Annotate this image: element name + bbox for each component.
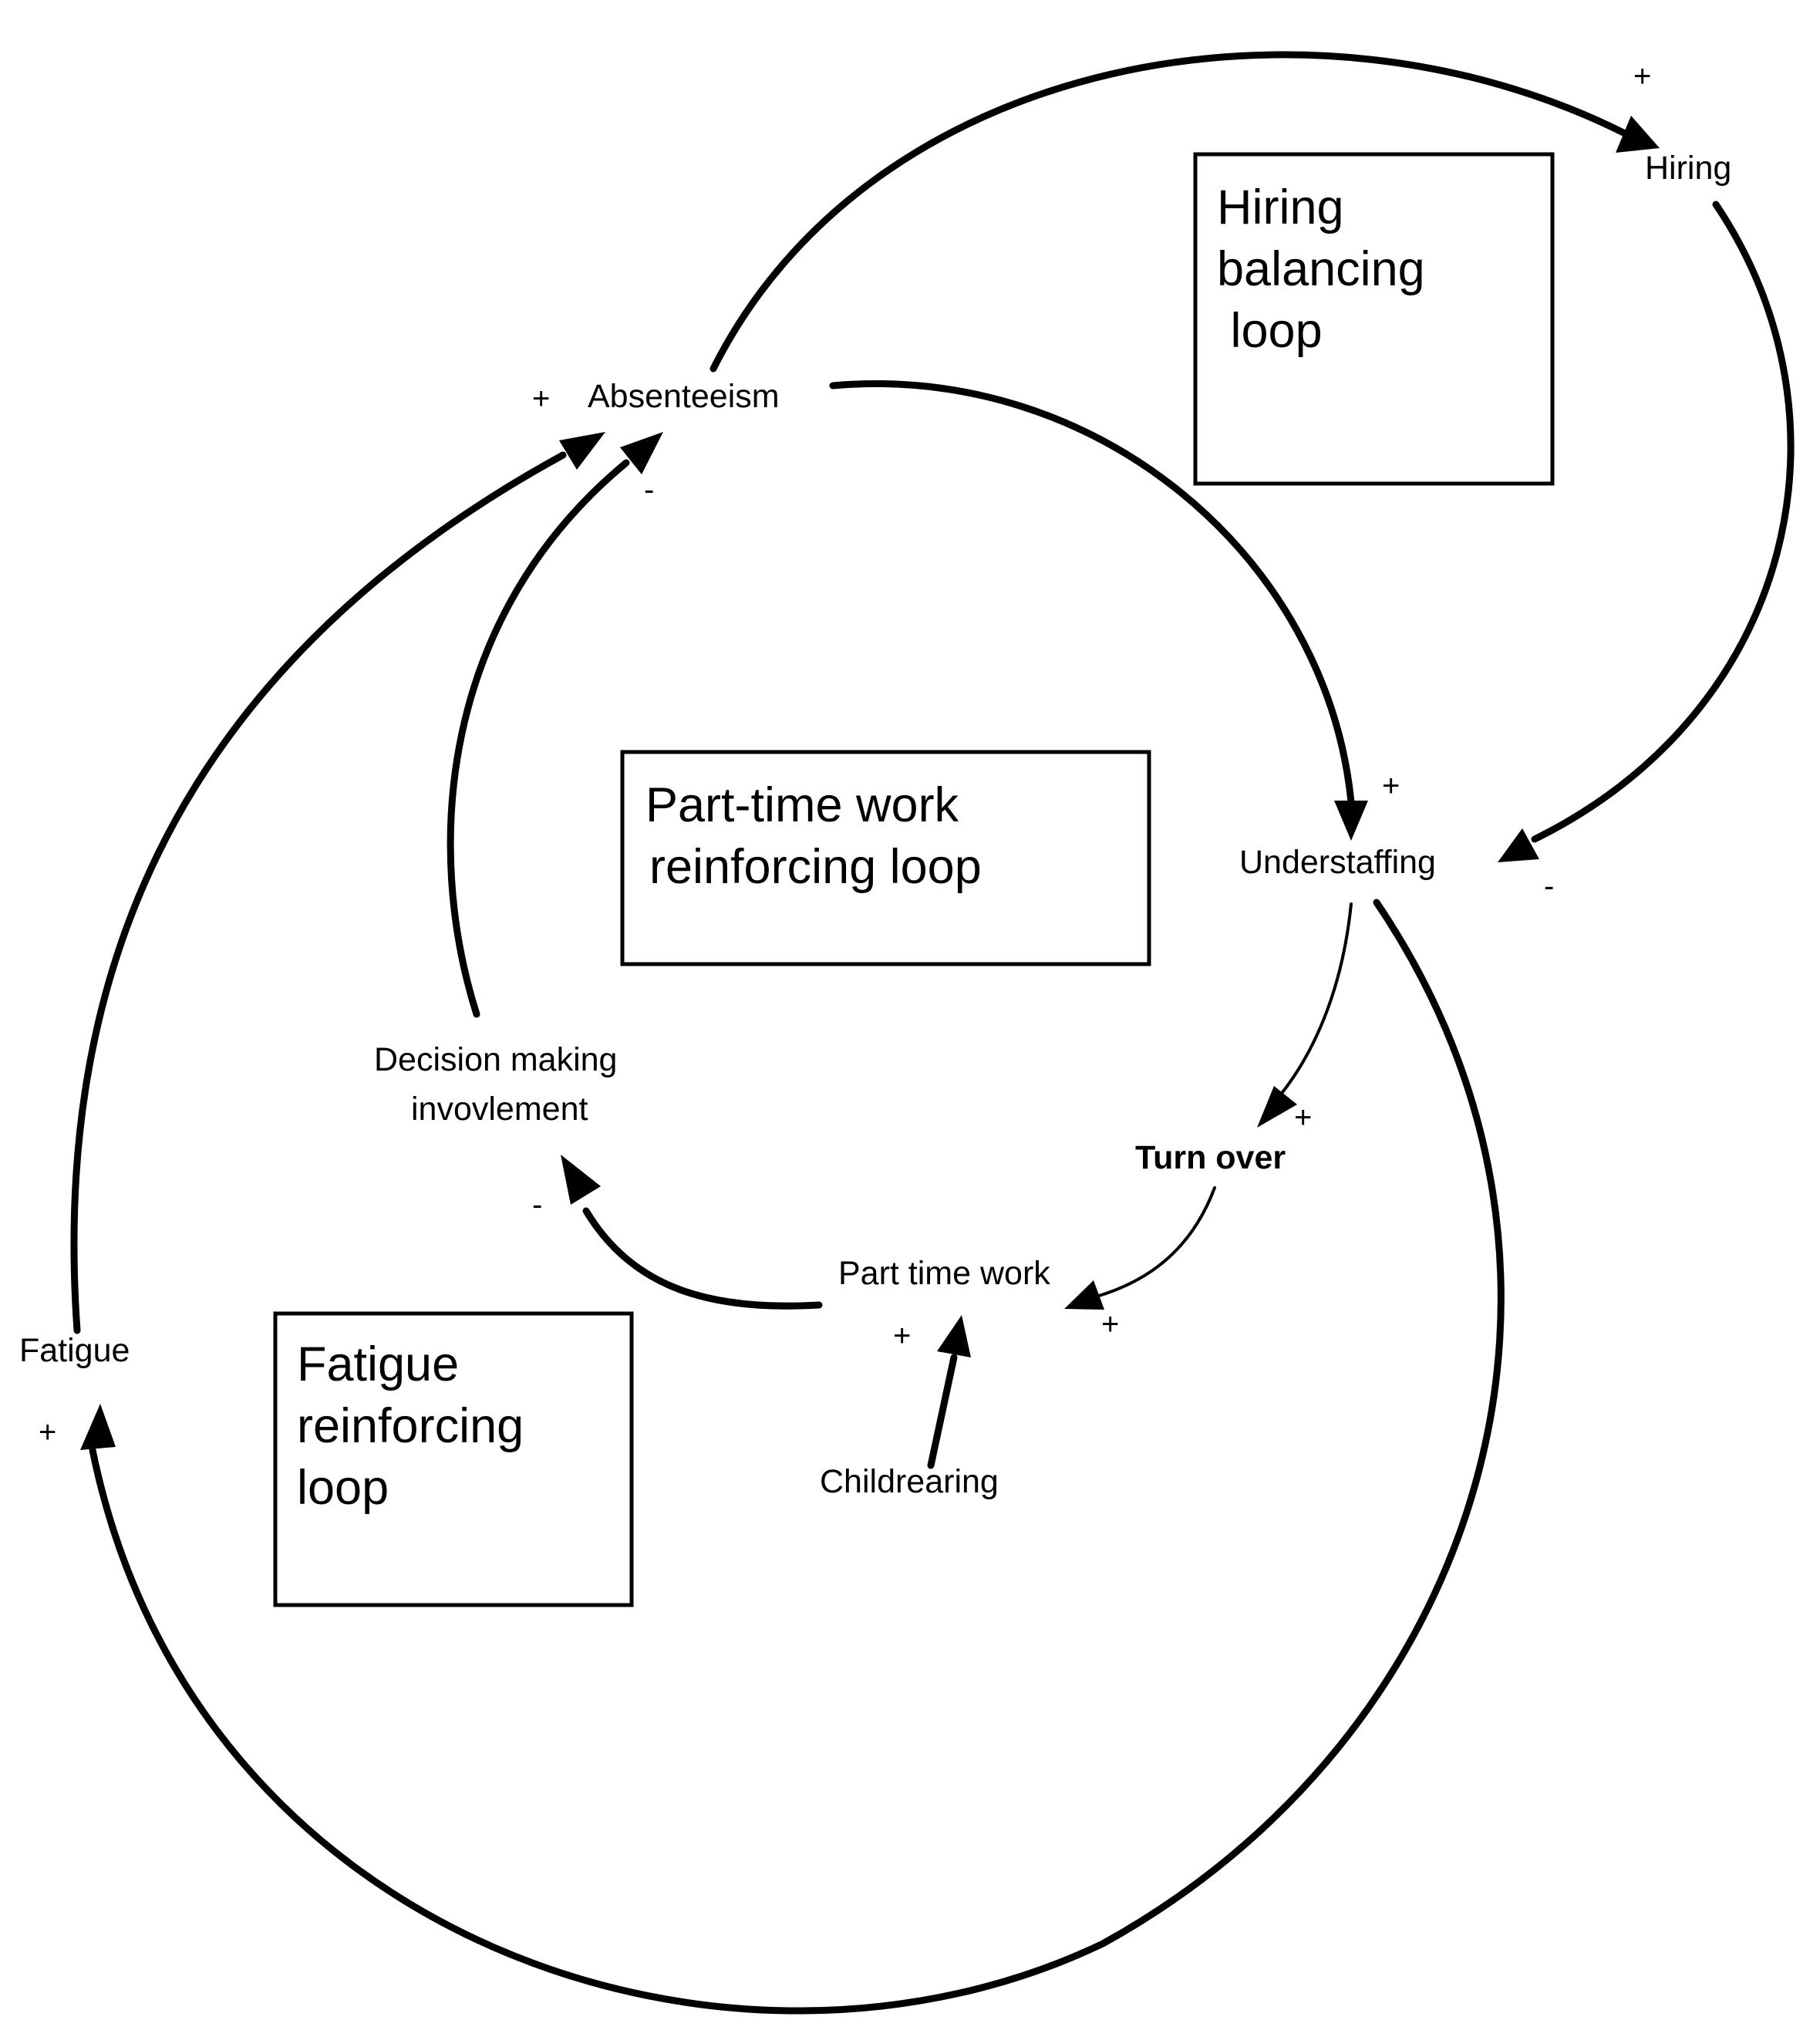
hiring-balancing-loop-box: Hiring balancing loop: [1193, 152, 1555, 486]
loop-label-line: reinforcing: [297, 1399, 524, 1453]
arrowhead-parttime-from-turnover: [1064, 1280, 1104, 1310]
arrow-childrearing-to-parttime: [927, 1354, 958, 1469]
arrowhead-hiring: [1616, 116, 1660, 153]
node-fatigue: Fatigue: [19, 1332, 130, 1369]
arrow-turnover-to-parttime: [1097, 1186, 1216, 1297]
polarity-sign: +: [1382, 769, 1400, 803]
loop-label-line: balancing: [1217, 242, 1425, 296]
node-part-time-work: Part time work: [838, 1255, 1050, 1292]
arrow-understaffing-to-turnover: [1279, 902, 1353, 1097]
loop-label-line: loop: [1217, 304, 1323, 358]
loop-label-line: loop: [297, 1461, 389, 1515]
node-turn-over: Turn over: [1135, 1139, 1286, 1176]
arrowhead-understaffing-from-absenteeism: [1334, 801, 1368, 841]
loop-label-line: Part-time work: [645, 778, 959, 832]
loop-label-line: reinforcing loop: [649, 840, 982, 894]
polarity-sign: -: [1544, 869, 1554, 903]
polarity-sign: -: [532, 1188, 542, 1222]
polarity-sign: +: [532, 382, 550, 416]
node-hiring: Hiring: [1645, 150, 1731, 187]
polarity-sign: +: [893, 1319, 911, 1353]
arrow-decision-to-absenteeism: [447, 459, 630, 1018]
arrowhead-turnover: [1257, 1086, 1297, 1128]
polarity-sign: -: [644, 473, 654, 507]
arrow-understaffing-to-fatigue: [89, 899, 1505, 2015]
node-absenteeism: Absenteeism: [588, 378, 780, 415]
arrow-absenteeism-to-hiring: [709, 51, 1627, 373]
arrowhead-understaffing-from-hiring: [1498, 828, 1539, 862]
node-decision-making-line2: invovlement: [411, 1091, 588, 1128]
part-time-reinforcing-loop-box: Part-time work reinforcing loop: [620, 750, 1151, 966]
loop-label-line: Fatigue: [297, 1337, 459, 1391]
node-childrearing: Childrearing: [820, 1463, 999, 1500]
polarity-sign: +: [1294, 1101, 1312, 1135]
arrowhead-absenteeism-from-decision: [620, 432, 663, 474]
arrow-hiring-to-understaffing: [1531, 201, 1795, 843]
arrowhead-absenteeism-from-fatigue: [559, 432, 605, 470]
arrowhead-decision: [561, 1155, 601, 1205]
polarity-sign: +: [1633, 59, 1651, 93]
node-understaffing: Understaffing: [1239, 844, 1436, 881]
arrowhead-parttime-from-childrearing: [937, 1315, 971, 1357]
arrow-absenteeism-to-understaffing: [829, 380, 1355, 806]
polarity-sign: +: [1101, 1307, 1119, 1341]
arrow-fatigue-to-absenteeism: [70, 451, 567, 1334]
polarity-sign: +: [39, 1415, 56, 1449]
arrow-parttime-to-decision: [582, 1207, 823, 1310]
loop-label-line: Hiring: [1217, 180, 1344, 234]
node-decision-making-line1: Decision making: [374, 1041, 617, 1078]
fatigue-reinforcing-loop-box: Fatigue reinforcing loop: [273, 1311, 634, 1607]
arrowhead-fatigue: [80, 1404, 116, 1450]
